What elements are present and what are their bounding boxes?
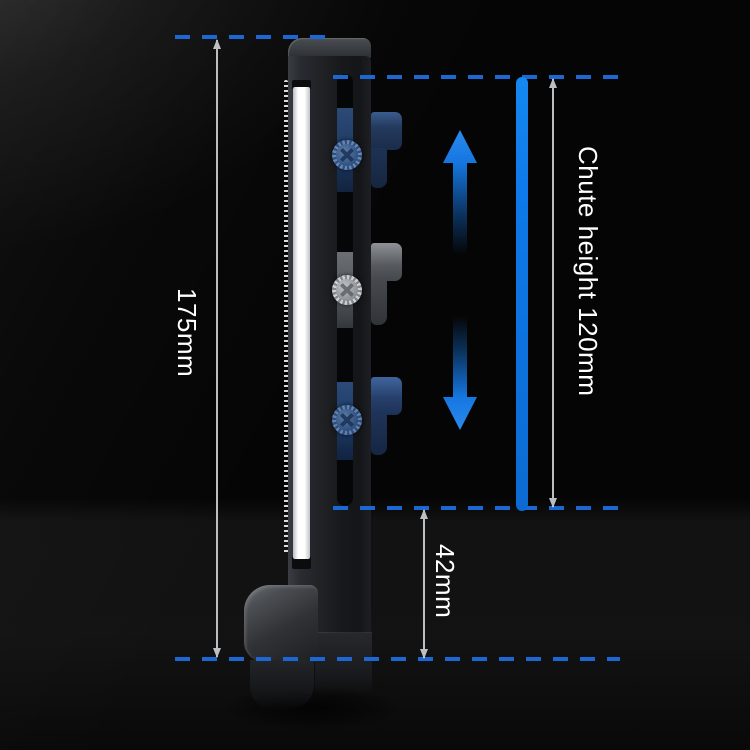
dashed-line-chute-bottom — [333, 506, 620, 510]
screw-cross-slot-icon — [339, 147, 355, 163]
dashed-line-bottom — [175, 657, 620, 661]
arrowhead-up-icon — [549, 78, 557, 88]
chute-range-bar — [516, 77, 528, 511]
clamp-hook-top-block — [371, 112, 402, 150]
arrowhead-down-icon — [420, 649, 428, 659]
thumb-screw-bottom — [332, 405, 362, 435]
bracket-top-cap — [288, 38, 371, 58]
screen-edge-strip — [293, 87, 310, 559]
chute-height-label: Chute height 120mm — [573, 146, 603, 397]
dimension-line-chute-height — [549, 78, 557, 508]
clamp-hook-middle — [371, 243, 402, 327]
arrowhead-up-icon — [420, 509, 428, 519]
clamp-hook-top-tail — [371, 148, 387, 188]
clamp-hook-middle-tail — [371, 279, 387, 325]
screen-strip-top-cap — [292, 80, 311, 89]
bracket-base-block — [315, 632, 372, 695]
screen-strip-bottom-cap — [292, 557, 311, 569]
slide-up-arrow-icon — [443, 130, 477, 255]
dimension-line-total-height — [213, 39, 221, 658]
arrowhead-down-icon — [549, 498, 557, 508]
arrow-shaft — [453, 163, 467, 255]
slide-down-arrow-icon — [443, 316, 477, 430]
bracket-foot-lower — [250, 660, 314, 710]
arrow-head — [443, 397, 477, 430]
bottom-offset-label: 42mm — [430, 544, 460, 619]
clamp-hook-bottom-tail — [371, 413, 387, 455]
thumb-screw-top — [332, 140, 362, 170]
screw-cross-slot-icon — [339, 282, 355, 298]
arrowhead-down-icon — [213, 648, 221, 658]
screen-edge-serration — [284, 80, 288, 554]
dashed-line-top — [175, 35, 333, 39]
arrowhead-up-icon — [213, 39, 221, 49]
dashed-line-chute-top — [333, 75, 620, 79]
clamp-hook-top — [371, 112, 402, 190]
dimension-line-bottom-offset — [420, 509, 428, 659]
bracket-foot — [244, 585, 318, 662]
total-height-label: 175mm — [172, 288, 202, 378]
arrow-shaft — [453, 316, 467, 397]
thumb-screw-middle — [332, 275, 362, 305]
arrow-head — [443, 130, 477, 163]
clamp-hook-middle-block — [371, 243, 402, 281]
clamp-hook-bottom — [371, 377, 402, 457]
clamp-hook-bottom-block — [371, 377, 402, 415]
screw-cross-slot-icon — [339, 412, 355, 428]
